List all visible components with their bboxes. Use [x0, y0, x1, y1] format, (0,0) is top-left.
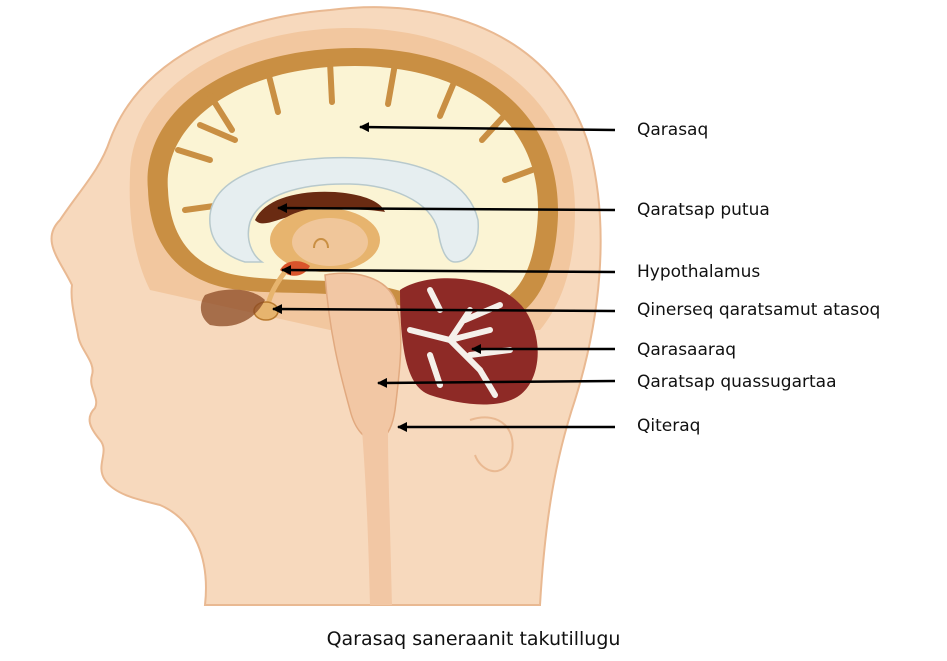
label-quassugartaa: Qaratsap quassugartaa — [637, 372, 837, 392]
figure-caption: Qarasaq saneraanit takutillugu — [0, 628, 947, 650]
thalamus-inner — [292, 218, 368, 266]
label-qinerseq: Qinerseq qaratsamut atasoq — [637, 300, 880, 320]
label-hypothalamus: Hypothalamus — [637, 262, 760, 282]
label-qiteraq: Qiteraq — [637, 416, 700, 436]
label-qarasaq: Qarasaq — [637, 120, 708, 140]
label-qaratsap-putua: Qaratsap putua — [637, 200, 770, 220]
label-qarasaaraq: Qarasaaraq — [637, 340, 736, 360]
white-matter — [168, 66, 538, 304]
